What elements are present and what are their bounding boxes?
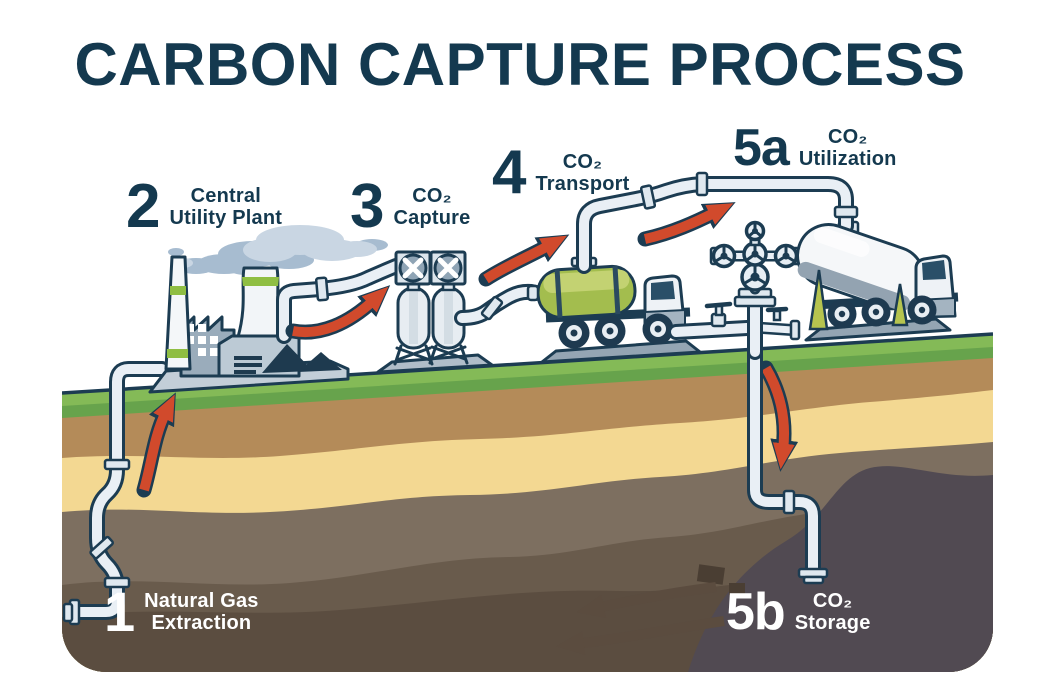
smokestack-stripe	[167, 349, 188, 358]
capture-to-truck-pipe	[454, 283, 544, 326]
step-5b-line1: CO₂	[812, 589, 853, 612]
step-5b-line2: Storage	[794, 612, 871, 634]
valve-handwheel	[740, 262, 770, 292]
valve-handwheel	[742, 241, 768, 267]
underground-cross-section	[62, 332, 993, 672]
page-title: CARBON CAPTURE PROCESS	[74, 31, 966, 98]
step-2-number: 2	[126, 172, 160, 241]
mixer-pylon	[891, 283, 909, 327]
mixer-pylon	[808, 269, 829, 331]
step-3-number: 3	[350, 172, 384, 241]
truck-wheel	[558, 313, 674, 349]
central-utility-plant	[148, 225, 388, 394]
gas-flow-arrow	[136, 392, 176, 498]
step-5a-line1: CO₂	[827, 125, 868, 148]
tanker-tank	[536, 264, 637, 320]
tank-shade	[409, 292, 418, 344]
step-4-number: 4	[492, 138, 526, 207]
valve-handwheel	[711, 243, 737, 269]
coal-pile	[262, 344, 313, 373]
mixer-wheel	[827, 295, 937, 329]
reservoir-layer	[688, 466, 993, 672]
fan-blades-icon	[402, 257, 424, 279]
step-3-line2: Capture	[393, 207, 471, 229]
valve-handwheel	[773, 243, 799, 269]
co2-flow-arrow-1	[285, 285, 391, 340]
rock	[729, 583, 745, 595]
tank-shade	[444, 292, 453, 344]
step-4-line1: CO₂	[562, 150, 603, 173]
factory-vents	[234, 356, 262, 374]
tank-nozzle	[526, 284, 540, 302]
step-2-line1: Central	[190, 184, 261, 207]
mixer-cab-window	[922, 260, 946, 280]
fan-blades-icon	[437, 257, 459, 279]
step-4-line2: Transport	[535, 173, 630, 195]
mixer-ramp	[804, 317, 952, 342]
rock	[696, 564, 725, 585]
cooling-tower-stripe	[242, 277, 279, 286]
step-1-line1: Natural Gas	[144, 589, 259, 612]
underground-co2-arrows	[556, 582, 725, 655]
pipe-valve	[765, 306, 789, 322]
pipe-valve	[704, 301, 733, 328]
natural-gas-pipe	[62, 361, 170, 626]
step-1-number: 1	[104, 580, 135, 643]
step-5a-number: 5a	[733, 119, 790, 177]
co2-injection-arrow	[758, 360, 799, 472]
co2-flow-arrow-3	[637, 202, 736, 247]
wellhead-christmas-tree	[668, 220, 829, 585]
step-5b-number: 5b	[726, 583, 786, 641]
capture-tank-legs	[393, 344, 469, 366]
coal-pile	[298, 352, 342, 372]
mixer-drum	[796, 223, 926, 312]
step-3-line1: CO₂	[412, 184, 452, 207]
step-5a-line2: Utilization	[798, 148, 897, 170]
co2-transport-pipe	[576, 171, 860, 274]
co2-flow-arrow-2	[478, 234, 570, 287]
co2-tanker-truck	[526, 256, 702, 364]
stub-flange	[789, 319, 801, 341]
valve-handwheel	[744, 220, 766, 242]
step-2-line2: Utility Plant	[169, 207, 283, 229]
cement-mixer-truck	[796, 223, 959, 342]
cab-window	[651, 281, 675, 300]
step-1-line2: Extraction	[151, 612, 252, 634]
smokestack-stripe	[170, 286, 186, 295]
co2-capture-unit	[376, 250, 494, 374]
truck-ramp	[540, 339, 702, 364]
flue-gas-pipe	[276, 258, 404, 344]
